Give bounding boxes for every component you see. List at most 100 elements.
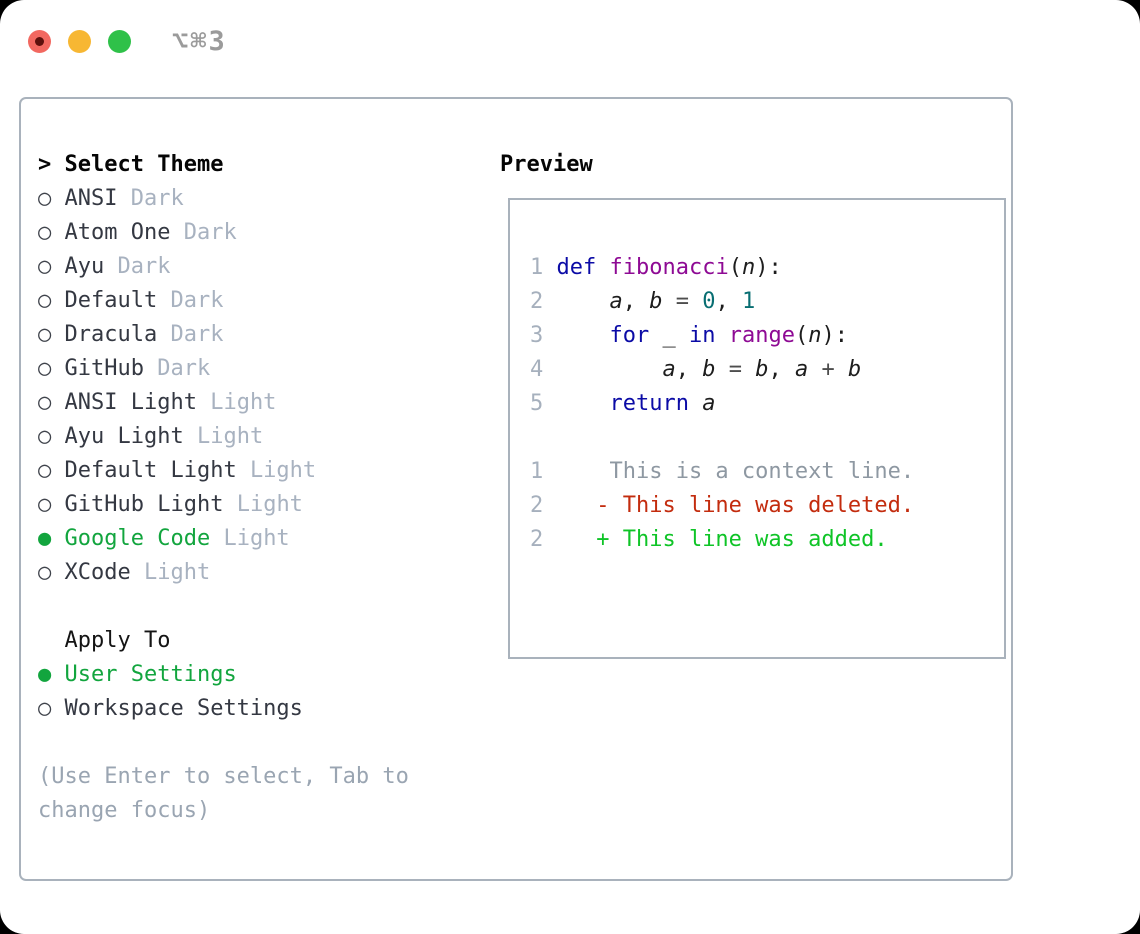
apply-to-option-user-settings[interactable]: ● User Settings — [38, 658, 468, 692]
theme-variant-tag: Dark — [130, 186, 184, 211]
plain-token — [543, 255, 556, 280]
theme-item-ayu-light[interactable]: ○ Ayu Light Light — [38, 420, 468, 454]
preview-header: Preview — [500, 152, 593, 177]
line-number: 3 — [530, 323, 544, 348]
theme-item-github[interactable]: ○ GitHub Dark — [38, 352, 468, 386]
radio-icon: ○ — [38, 458, 52, 483]
number-token: 0 — [702, 289, 716, 314]
pointer-icon: > — [38, 152, 52, 177]
theme-item-label: XCode — [64, 560, 131, 585]
radio-icon: ○ — [38, 492, 52, 517]
identifier-token: a — [794, 357, 809, 382]
line-number: 1 — [530, 459, 544, 484]
theme-variant-tag: Light — [143, 560, 211, 585]
radio-icon: ○ — [38, 560, 52, 585]
line-number: 2 — [530, 527, 544, 552]
line-number: 1 — [530, 255, 544, 280]
plain-token: , — [768, 357, 795, 382]
theme-item-label: Default Light — [64, 458, 237, 483]
identifier-token: b — [755, 357, 769, 382]
keyword-token: return — [609, 391, 689, 416]
theme-item-ayu[interactable]: ○ Ayu Dark — [38, 250, 468, 284]
function-token: range — [728, 323, 795, 348]
theme-variant-tag: Light — [196, 424, 264, 449]
plain-token — [689, 391, 702, 416]
theme-item-atom-one[interactable]: ○ Atom One Dark — [38, 216, 468, 250]
line-number: 4 — [530, 357, 544, 382]
theme-item-label: ANSI Light — [64, 390, 197, 415]
radio-icon: ○ — [38, 254, 52, 279]
plain-token: , — [715, 289, 742, 314]
plain-token: , — [675, 357, 703, 382]
theme-variant-tag: Dark — [170, 322, 224, 347]
radio-icon: ○ — [38, 288, 52, 313]
code-line-9: 2 + This line was added. — [530, 523, 1004, 557]
theme-variant-tag: Dark — [170, 288, 224, 313]
theme-item-default[interactable]: ○ Default Dark — [38, 284, 468, 318]
theme-item-ansi-light[interactable]: ○ ANSI Light Light — [38, 386, 468, 420]
apply-to-header: Apply To — [64, 628, 171, 653]
window-shortcut-label: ⌥⌘3 — [172, 26, 227, 57]
theme-item-label: Google Code — [64, 526, 211, 551]
plain-token — [543, 323, 609, 348]
theme-item-label: Atom One — [64, 220, 171, 245]
identifier-token: b — [649, 289, 663, 314]
minimize-button[interactable] — [68, 30, 91, 53]
spacer — [38, 590, 468, 624]
theme-variant-tag: Light — [223, 526, 290, 551]
plain-token: ( — [794, 323, 809, 348]
radio-icon: ○ — [38, 322, 52, 347]
code-line-2: 2 a, b = 0, 1 — [530, 285, 1004, 319]
selected-radio-icon: ● — [38, 662, 52, 687]
theme-item-google-code[interactable]: ● Google Code Light — [38, 522, 468, 556]
code-line-4: 4 a, b = b, a + b — [530, 353, 1004, 387]
select-theme-header-label: Select Theme — [64, 152, 224, 177]
theme-item-xcode[interactable]: ○ XCode Light — [38, 556, 468, 590]
titlebar: ⌥⌘3 — [28, 26, 227, 57]
left-column: > Select Theme ○ ANSI Dark○ Atom One Dar… — [38, 148, 468, 828]
theme-item-dracula[interactable]: ○ Dracula Dark — [38, 318, 468, 352]
theme-item-label: GitHub — [64, 356, 144, 381]
theme-picker-panel: > Select Theme ○ ANSI Dark○ Atom One Dar… — [19, 97, 1013, 881]
plain-token — [543, 391, 609, 416]
identifier-token: a — [609, 289, 623, 314]
line-number: 2 — [530, 289, 544, 314]
plain-token: ( — [728, 255, 742, 280]
theme-item-github-light[interactable]: ○ GitHub Light Light — [38, 488, 468, 522]
code-line-8: 2 - This line was deleted. — [530, 489, 1004, 523]
identifier-token: b — [847, 357, 862, 382]
theme-variant-tag: Dark — [117, 254, 171, 279]
radio-icon: ○ — [38, 424, 52, 449]
identifier-token: n — [741, 255, 756, 280]
apply-to-option-workspace-settings[interactable]: ○ Workspace Settings — [38, 692, 468, 726]
theme-item-ansi[interactable]: ○ ANSI Dark — [38, 182, 468, 216]
theme-variant-tag: Light — [236, 492, 303, 517]
spacer — [38, 726, 468, 760]
theme-item-label: Ayu Light — [64, 424, 184, 449]
radio-icon: ○ — [38, 220, 52, 245]
plain-token — [543, 357, 662, 382]
apply-to-options: ● User Settings○ Workspace Settings — [38, 658, 468, 726]
plain-token: ): — [755, 255, 782, 280]
theme-item-label: Default — [64, 288, 158, 313]
close-button[interactable] — [28, 30, 51, 53]
operator-token: = — [662, 289, 703, 314]
plain-token — [676, 323, 689, 348]
context-line-text: This is a context line. — [543, 459, 915, 484]
identifier-token: _ — [662, 323, 676, 348]
radio-icon: ○ — [38, 356, 52, 381]
plain-token — [715, 323, 728, 348]
deleted-line-text: - This line was deleted. — [543, 493, 915, 518]
operator-token: = — [715, 357, 756, 382]
identifier-token: a — [662, 357, 676, 382]
keyword-token: for — [609, 323, 650, 348]
apply-to-option-label: User Settings — [64, 662, 237, 687]
keyword-token: def — [556, 255, 597, 280]
code-line-3: 3 for _ in range(n): — [530, 319, 1004, 353]
apply-to-option-label: Workspace Settings — [64, 696, 303, 721]
theme-item-default-light[interactable]: ○ Default Light Light — [38, 454, 468, 488]
zoom-button[interactable] — [108, 30, 131, 53]
